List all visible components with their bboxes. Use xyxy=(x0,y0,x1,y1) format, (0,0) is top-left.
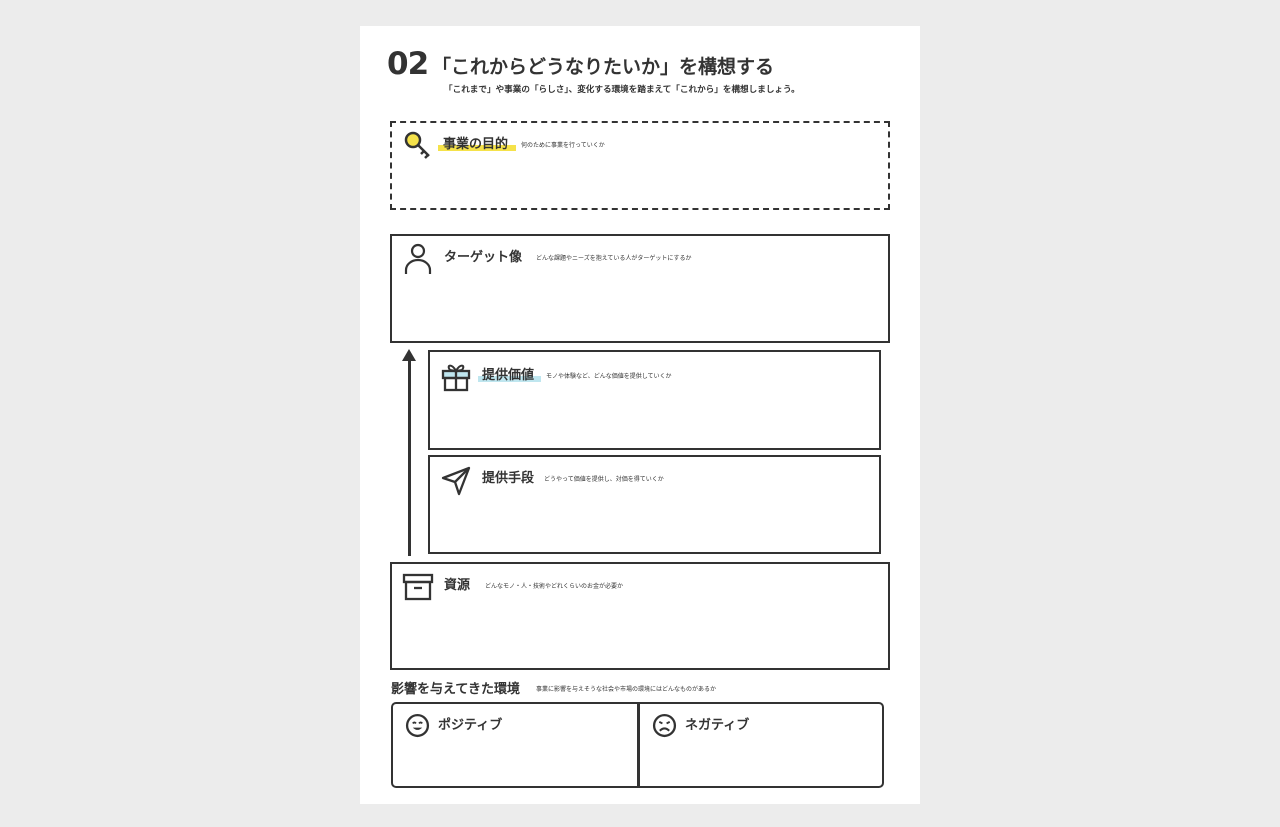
up-arrow-head xyxy=(402,349,416,361)
paper-plane-icon xyxy=(440,465,472,497)
environment-desc: 事業に影響を与えそうな社会や市場の環境にはどんなものがあるか xyxy=(536,686,717,693)
frown-icon xyxy=(652,713,677,738)
purpose-title: 事業の目的 xyxy=(443,137,509,152)
negative-label: ネガティブ xyxy=(685,718,750,733)
section-number: 02 xyxy=(387,46,429,82)
resources-title: 資源 xyxy=(444,578,471,593)
worksheet-page: 02 「これからどうなりたいか」を構想する 「これまで」や事業の「らしさ」、変化… xyxy=(360,26,920,804)
resources-desc: どんなモノ・人・技術やどれくらいのお金が必要か xyxy=(485,583,624,590)
target-desc: どんな課題やニーズを抱えている人がターゲットにするか xyxy=(536,255,692,262)
up-arrow-line xyxy=(408,360,411,556)
page-title: 「これからどうなりたいか」を構想する xyxy=(432,56,775,78)
negative-panel[interactable]: ネガティブ xyxy=(640,704,883,786)
means-box[interactable]: 提供手段 どうやって価値を提供し、対価を得ていくか xyxy=(428,455,881,554)
environment-title: 影響を与えてきた環境 xyxy=(391,682,520,697)
positive-panel[interactable]: ポジティブ xyxy=(393,704,637,786)
archive-box-icon xyxy=(402,572,434,602)
purpose-box[interactable]: 事業の目的 何のために事業を行っていくか xyxy=(390,121,890,210)
target-box[interactable]: ターゲット像 どんな課題やニーズを抱えている人がターゲットにするか xyxy=(390,234,890,343)
target-title: ターゲット像 xyxy=(444,250,523,265)
page-subtitle: 「これまで」や事業の「らしさ」、変化する環境を踏まえて「これから」を構想しましょ… xyxy=(444,85,800,95)
key-icon xyxy=(402,129,436,163)
means-desc: どうやって価値を提供し、対価を得ていくか xyxy=(544,476,664,483)
person-icon xyxy=(402,242,434,276)
environment-divider xyxy=(637,704,640,786)
means-title: 提供手段 xyxy=(482,471,535,486)
value-desc: モノや体験など、どんな価値を提供していくか xyxy=(546,373,672,380)
gift-icon xyxy=(440,360,472,392)
value-title: 提供価値 xyxy=(482,368,535,383)
positive-label: ポジティブ xyxy=(438,718,503,733)
purpose-desc: 何のために事業を行っていくか xyxy=(521,142,605,149)
value-box[interactable]: 提供価値 モノや体験など、どんな価値を提供していくか xyxy=(428,350,881,450)
smile-icon xyxy=(405,713,430,738)
resources-box[interactable]: 資源 どんなモノ・人・技術やどれくらいのお金が必要か xyxy=(390,562,890,670)
environment-box: ポジティブ ネガティブ xyxy=(391,702,884,788)
